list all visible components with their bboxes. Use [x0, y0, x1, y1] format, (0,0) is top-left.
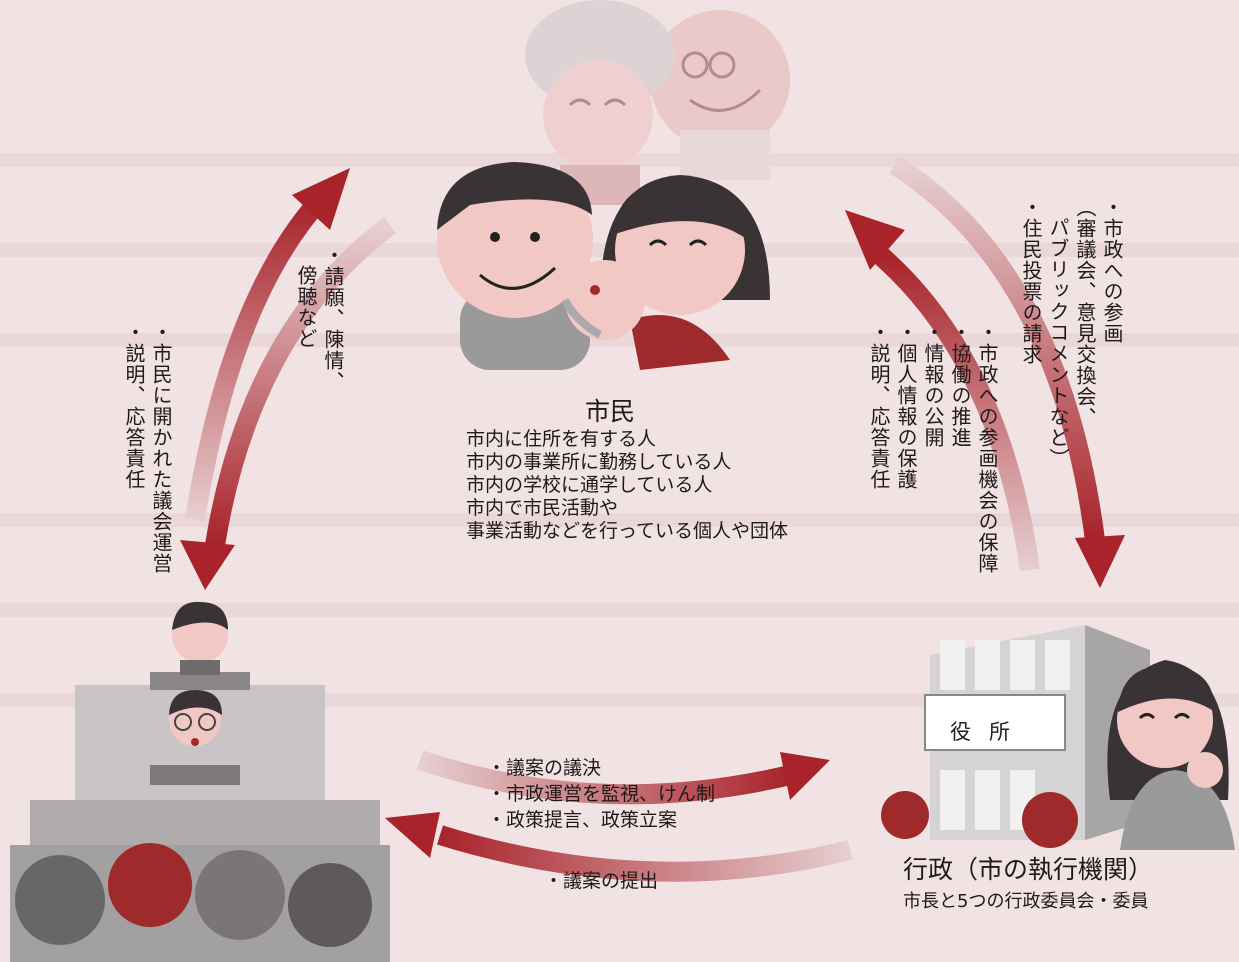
citizen-desc-line: 市内で市民活動や [466, 497, 619, 519]
citizen-desc-line: 市内に住所を有する人 [466, 428, 657, 450]
family-illustration [437, 0, 790, 370]
citizen-desc-line: 市内の事業所に勤務している人 [466, 451, 732, 473]
official-illustration [1107, 660, 1235, 850]
arrow-citizen-to-government [889, 156, 1125, 588]
government-to-citizen-line: ・個人情報の保護 [894, 322, 918, 490]
government-to-citizen-line: ・情報の公開 [921, 322, 945, 448]
arrow-government-to-citizen [845, 210, 1040, 572]
council-to-government-line: ・市政運営を監視、けん制 [487, 783, 716, 805]
council-to-citizen-text: ・市民に開かれた議会運営 ・説明、応答責任 [120, 322, 174, 574]
citizen-to-government-line: ・市政への参画 [1100, 197, 1124, 344]
office-sign: 役所 [950, 720, 1028, 744]
citizen-desc-line: 事業活動などを行っている個人や団体 [466, 520, 789, 542]
citizen-description: 市内に住所を有する人 市内の事業所に勤務している人 市内の学校に通学している人 … [466, 428, 788, 543]
arrow-citizen-to-council [180, 217, 397, 590]
citizen-to-government-line: （審議会、意見交換会、 [1073, 197, 1097, 428]
citizen-to-government-text: ・市政への参画 （審議会、意見交換会、 パブリックコメントなど） ・住民投票の請… [1017, 197, 1125, 469]
citizen-to-government-line: ・住民投票の請求 [1019, 197, 1043, 365]
citizen-title: 市民 [585, 397, 636, 426]
citizen-to-government-line: パブリックコメントなど） [1046, 217, 1070, 469]
government-subtitle: 市長と5つの行政委員会・委員 [903, 891, 1149, 912]
government-to-citizen-text: ・市政への参画機会の保障 ・協働の推進 ・情報の公開 ・個人情報の保護 ・説明、… [865, 322, 1000, 574]
government-to-council-text: ・議案の提出 [544, 870, 659, 892]
citizen-desc-line: 市内の学校に通学している人 [466, 474, 713, 496]
arrow-government-to-council [385, 812, 853, 882]
council-to-government-line: ・議案の議決 [487, 757, 602, 779]
council-to-citizen-line: ・説明、応答責任 [122, 322, 146, 490]
council-illustration [10, 601, 390, 962]
council-to-government-line: ・政策提言、政策立案 [487, 809, 678, 831]
government-to-citizen-line: ・説明、応答責任 [867, 322, 891, 490]
citizen-to-council-text: ・請願、陳情、 傍聴など [292, 245, 346, 392]
government-to-citizen-line: ・協働の推進 [948, 322, 972, 448]
city-office-illustration [881, 625, 1150, 848]
council-to-government-text: ・議案の議決 ・市政運営を監視、けん制 ・政策提言、政策立案 [487, 755, 715, 833]
citizen-to-council-line: ・請願、陳情、 [321, 245, 345, 392]
arrow-council-to-citizen [185, 168, 350, 522]
government-title: 行政（市の執行機関） [903, 855, 1154, 884]
council-to-citizen-line: ・市民に開かれた議会運営 [149, 322, 173, 574]
arrow-council-to-government [416, 750, 830, 805]
citizen-to-council-line: 傍聴など [294, 265, 318, 349]
government-to-citizen-line: ・市政への参画機会の保障 [975, 322, 999, 574]
